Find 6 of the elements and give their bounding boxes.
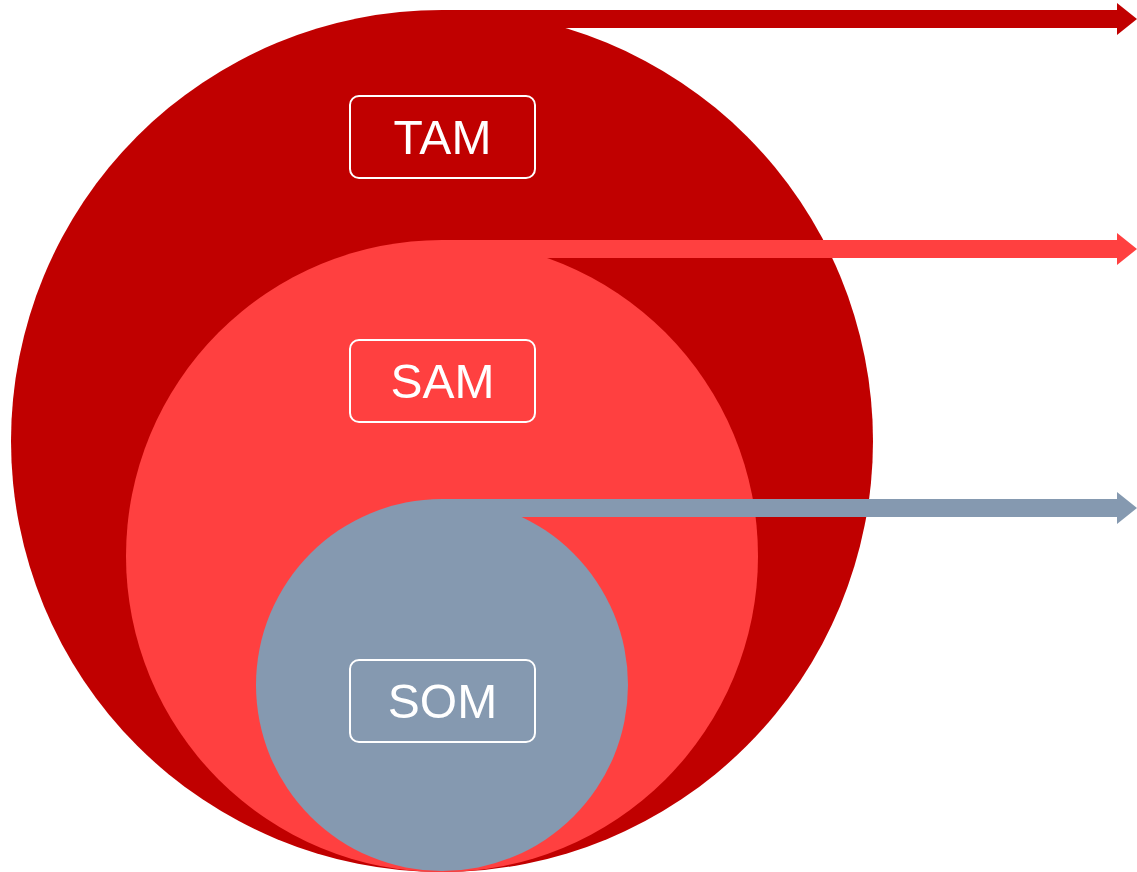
label-tag: TAM — [349, 95, 536, 179]
arrow — [442, 233, 1137, 265]
label-tag: SAM — [349, 339, 536, 423]
arrow — [442, 492, 1137, 524]
arrow — [442, 3, 1137, 35]
label-tag: SOM — [349, 659, 536, 743]
